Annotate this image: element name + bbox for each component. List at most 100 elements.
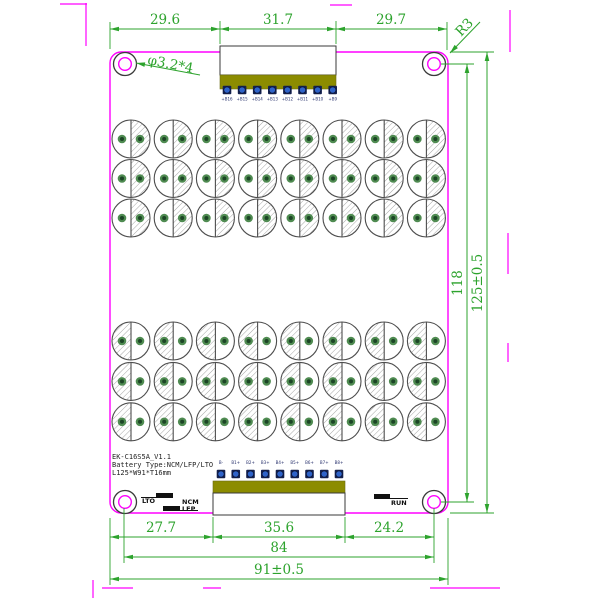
cell-pad: [322, 119, 362, 159]
pin-pad-hole: [268, 86, 276, 94]
cell-pad: [280, 402, 320, 442]
cell-pad: [406, 158, 446, 199]
cell-pad: [153, 119, 193, 159]
cell-pad: [111, 198, 151, 238]
pin-pad-hole: [253, 86, 261, 94]
cell-pad: [406, 402, 446, 442]
pin-pad-hole: [232, 470, 240, 478]
dim-bottom-overall: 91±0.5: [254, 562, 304, 578]
cell-pad: [238, 402, 278, 442]
cell-pad: [406, 198, 446, 238]
pin-pad-hole: [238, 86, 246, 94]
mounting-hole-bottom-right: [421, 489, 447, 515]
pin-label: +B12: [282, 97, 294, 102]
pin-pad-hole: [246, 470, 255, 478]
run-label: RUN: [391, 499, 407, 507]
pin-label: +B10: [312, 97, 324, 102]
pin-label: +B11: [297, 97, 309, 102]
dim-bottom-right: 24.2: [374, 520, 404, 536]
run-led: RUN: [374, 494, 408, 507]
pin-label: +B14: [252, 97, 264, 102]
pin-label: B3+: [261, 460, 270, 465]
hole-note-leader: [135, 62, 201, 76]
pin-pad-hole: [217, 470, 225, 478]
cell-pad-grid-top: [111, 119, 446, 238]
mounting-hole-top-left: [112, 51, 138, 77]
lto-label: LTO: [142, 497, 155, 505]
silkscreen-info-block: EK-C16S5A_V1.1 Battery Type:NCM/LFP/LTO …: [112, 453, 213, 477]
board-model-text: EK-C16S5A_V1.1: [112, 453, 171, 461]
pin-pad-hole: [261, 470, 269, 478]
cell-pad: [364, 158, 404, 199]
pin-label: B1+: [231, 460, 240, 465]
cell-pad: [322, 361, 362, 401]
cell-pad: [153, 198, 193, 238]
pin-pad-hole: [305, 470, 314, 478]
lfp-label: LFP: [182, 505, 196, 513]
ncm-lfp-jumper: NCM LFP: [163, 498, 199, 513]
cell-pad: [111, 158, 151, 199]
cell-pad: [364, 119, 404, 159]
cell-pad: [111, 321, 151, 361]
pin-label: +B16: [221, 97, 233, 102]
pin-label: B5+: [290, 460, 299, 465]
cell-pad: [364, 402, 404, 442]
cell-pad: [153, 321, 193, 361]
dim-corner-radius: R3: [452, 15, 477, 40]
pin-pad-hole: [291, 470, 299, 478]
cell-pad: [238, 198, 278, 238]
dim-bottom-holes: 84: [270, 540, 287, 556]
cell-pad: [153, 402, 193, 442]
dim-right-holes: 118: [450, 270, 466, 296]
pin-pad-hole: [283, 86, 291, 94]
pin-label: +B9: [328, 97, 337, 102]
sheet-frame-marks: [60, 3, 511, 598]
mounting-hole-bottom-left: [112, 489, 138, 515]
cell-pad: [280, 198, 320, 238]
pin-pad-hole: [320, 470, 328, 478]
cell-pad-grid-bottom: [111, 321, 446, 442]
battery-type-text: Battery Type:NCM/LFP/LTO: [112, 461, 213, 469]
cell-pad: [153, 158, 193, 199]
dimension-lines: [110, 26, 490, 582]
cell-pad: [153, 361, 193, 401]
board-size-text: L125*W91*T16mm: [112, 469, 171, 477]
cell-pad: [195, 361, 235, 401]
cell-pad: [195, 321, 235, 361]
cell-pad: [280, 158, 320, 199]
cell-pad: [111, 361, 151, 401]
pin-label: B8+: [335, 460, 344, 465]
ncm-label: NCM: [182, 498, 199, 506]
lto-jumper: LTO: [141, 493, 173, 505]
corner-radius-leader: [449, 21, 481, 54]
cell-pad: [238, 361, 278, 401]
dim-bottom-left: 27.7: [146, 520, 176, 536]
cell-pad: [195, 158, 235, 199]
cell-pad: [322, 198, 362, 238]
bottom-connector-pins: B-B1+B2+B3+B4+B5+B6+B7+B8+: [216, 460, 344, 479]
cell-pad: [406, 119, 446, 159]
pin-pad-hole: [335, 470, 343, 478]
cell-pad: [406, 321, 446, 361]
dim-top-left: 29.6: [150, 12, 180, 28]
dim-right-overall: 125±0.5: [470, 254, 486, 313]
top-balance-connector: +B16+B15+B14+B13+B12+B11+B10+B9: [219, 45, 337, 102]
mounting-hole-top-right: [421, 51, 447, 77]
pin-label: B4+: [276, 460, 285, 465]
dim-top-center: 31.7: [263, 12, 293, 28]
dim-bottom-center: 35.6: [264, 520, 294, 536]
bottom-balance-connector: B-B1+B2+B3+B4+B5+B6+B7+B8+: [212, 460, 346, 516]
cell-pad: [364, 198, 404, 238]
dim-top-right: 29.7: [376, 12, 406, 28]
cell-pad: [238, 321, 278, 361]
cell-pad: [322, 158, 362, 199]
cell-pad: [364, 361, 404, 401]
pcb-board-outline: [109, 51, 449, 514]
pin-label: B7+: [320, 460, 329, 465]
cell-pad: [280, 321, 320, 361]
cell-pad: [322, 321, 362, 361]
pin-pad-hole: [313, 86, 322, 94]
cell-pad: [238, 158, 278, 199]
